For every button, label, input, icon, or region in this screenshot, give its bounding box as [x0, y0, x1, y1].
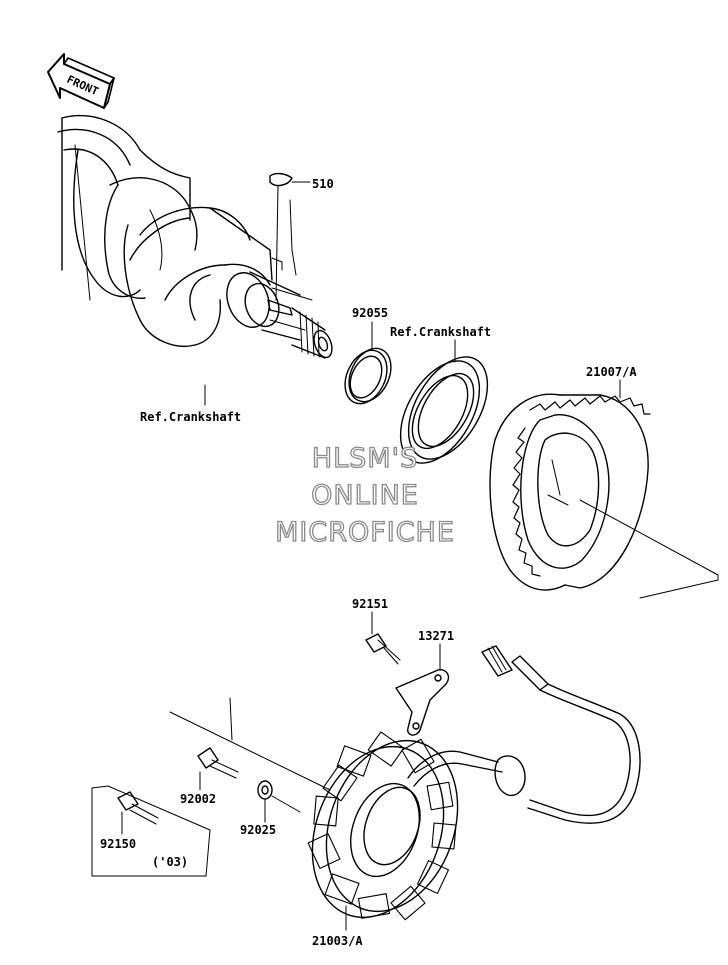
stator-icon: [169, 697, 459, 921]
note-box-92150: [91, 785, 211, 877]
bolt-92151-icon: [365, 633, 401, 665]
label-92025: 92025: [240, 823, 276, 837]
label-92150-note: ('03): [152, 855, 188, 869]
label-13271: 13271: [418, 629, 454, 643]
woodruff-key-icon: [269, 172, 293, 187]
washer-92025-icon: [257, 780, 301, 813]
leader-510-key: [275, 185, 279, 301]
label-92055: 92055: [352, 306, 388, 320]
label-21007A: 21007/A: [586, 365, 637, 379]
front-arrow-icon: [47, 53, 115, 109]
clamp-plate-13271-icon: [395, 669, 450, 736]
label-510: 510: [312, 177, 334, 191]
label-ref-crankshaft-upper: Ref.Crankshaft: [390, 325, 491, 339]
label-21003A: 21003/A: [312, 934, 363, 948]
label-92002: 92002: [180, 792, 216, 806]
watermark-line-3: MICROFICHE: [274, 516, 455, 548]
o-ring-92055-icon: [344, 347, 392, 405]
bolt-92002-icon: [197, 747, 239, 779]
watermark-line-2: ONLINE: [310, 479, 419, 511]
bolt-92150-icon: [117, 791, 159, 825]
rotor-flywheel-icon: [489, 393, 719, 599]
crankshaft-drawing: [57, 114, 333, 359]
label-92150: 92150: [100, 837, 136, 851]
wire-harness-connector-icon: [407, 645, 641, 824]
crankshaft-seal-icon: [399, 356, 489, 464]
label-92151: 92151: [352, 597, 388, 611]
label-ref-crankshaft-lower: Ref.Crankshaft: [140, 410, 241, 424]
watermark-line-1: HLSM'S: [311, 442, 419, 474]
